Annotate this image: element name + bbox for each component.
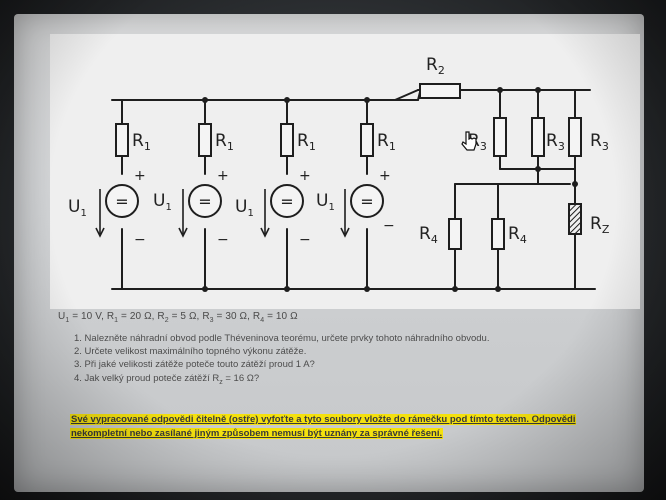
svg-text:RZ: RZ: [590, 214, 610, 236]
svg-text:R4: R4: [419, 224, 438, 246]
task-item: 3. Při jaké velikosti zátěže poteče tout…: [74, 359, 315, 371]
param-r3: R3 = 30 Ω,: [202, 311, 253, 324]
svg-text:−: −: [383, 218, 395, 234]
svg-text:U1: U1: [153, 191, 172, 213]
svg-text:R3: R3: [590, 131, 609, 153]
svg-text:=: =: [360, 192, 373, 211]
svg-text:U1: U1: [68, 197, 87, 219]
param-r1: R1 = 20 Ω,: [106, 311, 158, 324]
svg-text:U1: U1: [235, 197, 254, 219]
resistor-rz: [568, 203, 582, 235]
task-list: 1. Nalezněte náhradní obvod podle Théven…: [74, 332, 489, 389]
svg-text:R1: R1: [215, 131, 234, 153]
param-u1: U1 = 10 V,: [58, 311, 107, 324]
source-u1-d: [350, 184, 384, 218]
resistor-r4-b: [491, 218, 505, 250]
svg-text:R1: R1: [297, 131, 316, 153]
resistor-r1-a: [115, 123, 129, 157]
svg-text:−: −: [299, 232, 311, 248]
resistor-r2: [419, 83, 461, 99]
param-r4: R4 = 10 Ω: [252, 311, 298, 324]
svg-text:R1: R1: [132, 131, 151, 153]
svg-text:R1: R1: [377, 131, 396, 153]
svg-text:+: +: [217, 168, 229, 184]
parameters-line: U1 = 10 V, R1 = 20 Ω, R2 = 5 Ω, R3 = 30 …: [58, 311, 298, 324]
resistor-r1-c: [280, 123, 294, 157]
svg-text:+: +: [134, 168, 146, 184]
resistor-r4-a: [448, 218, 462, 250]
source-u1-b: [188, 184, 222, 218]
resistor-r1-b: [198, 123, 212, 157]
svg-text:=: =: [115, 192, 128, 211]
submission-note: Své vypracované odpovědi čitelně (ostře)…: [70, 414, 577, 439]
task-item: 4. Jak velký proud poteče zátěží Rz = 16…: [74, 372, 260, 386]
task-item: 2. Určete velikost maximálního topného v…: [74, 346, 307, 358]
svg-text:R3: R3: [546, 131, 565, 153]
resistor-r1-d: [360, 123, 374, 157]
svg-text:=: =: [198, 192, 211, 211]
svg-text:−: −: [134, 232, 146, 248]
source-u1-a: [105, 184, 139, 218]
param-r2: R2 = 5 Ω,: [157, 311, 203, 324]
svg-text:+: +: [299, 168, 311, 184]
svg-text:+: +: [379, 168, 391, 184]
svg-text:=: =: [280, 192, 293, 211]
resistor-r3-a: [493, 117, 507, 157]
svg-text:U1: U1: [316, 191, 335, 213]
screen: R1 R1 R1 R1 R2 R3 R3 R3 R4 R4 RZ U1 U1 U…: [14, 14, 644, 492]
svg-text:R2: R2: [426, 55, 445, 77]
task-item: 1. Nalezněte náhradní obvod podle Théven…: [74, 333, 490, 344]
resistor-r3-c: [568, 117, 582, 157]
resistor-r3-b: [531, 117, 545, 157]
svg-text:−: −: [217, 232, 229, 248]
svg-text:R4: R4: [508, 224, 527, 246]
source-u1-c: [270, 184, 304, 218]
circuit-svg: R1 R1 R1 R1 R2 R3 R3 R3 R4 R4 RZ U1 U1 U…: [68, 55, 610, 292]
circuit-diagram: R1 R1 R1 R1 R2 R3 R3 R3 R4 R4 RZ U1 U1 U…: [50, 34, 640, 309]
hand-cursor-icon: [461, 131, 477, 151]
